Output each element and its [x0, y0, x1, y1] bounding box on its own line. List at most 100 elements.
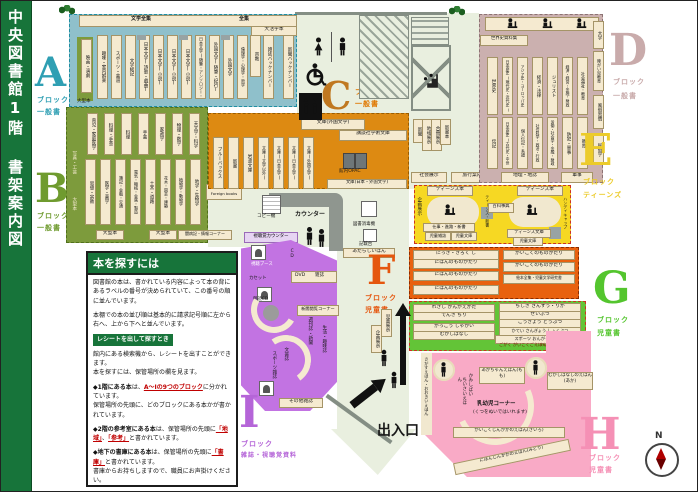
shelf-label: その他雑誌: [279, 398, 323, 408]
shelf-label: 電気・機械・金属・製造: [130, 159, 141, 225]
shelf-label: 大活字本: [251, 26, 297, 36]
shelf-label: 趣味・室内娯楽: [97, 35, 108, 99]
block-a-letter: A: [35, 49, 67, 96]
shelf-label: あかちゃんえほん(もも): [479, 367, 525, 384]
shelf-label: 日本文学(小説): [153, 35, 164, 99]
panel-bullet-3: ◆地下の書庫にある本は、保管場所の先頭に「書庫」と書かれています。書庫からお持ち…: [93, 449, 231, 485]
av-booth-icon: [257, 287, 272, 302]
shelf-label: 料理・手芸: [104, 113, 115, 155]
wheelchair-icon: [306, 63, 327, 86]
shelf-label: がいこくのものがたり: [503, 262, 575, 272]
shelf-label: ジュリスト: [547, 57, 558, 115]
block-e-label: ブロック: [583, 178, 615, 186]
shelf-label: 簿記・金融・交通: [115, 159, 126, 225]
shelf-label: 週刊誌・新聞: [307, 317, 313, 345]
shelf-label: 講談社学術文庫: [339, 130, 407, 141]
corner-note: (くつをぬいではいれます): [473, 410, 527, 415]
entrance-arrow-up: [395, 303, 411, 316]
shelf-label: 写真・工芸: [71, 151, 77, 174]
shelf-label: 民俗学: [593, 135, 604, 165]
block-e-category: ティーンズ: [583, 191, 623, 199]
shelf-label: 仕事・進路・新書: [423, 223, 475, 232]
block-h-letter: H: [579, 409, 621, 460]
shelf-label: 新書本: [440, 119, 451, 145]
reading-seat-icon: [576, 18, 587, 29]
visitor-icon: [318, 228, 325, 247]
wall-top: [295, 12, 447, 15]
plant-icon: [59, 5, 75, 15]
stairs-icon: [359, 15, 409, 99]
shelf-label: にほんのものがたり: [413, 259, 499, 269]
shelf-label: さがすえほん・おおきいえほん: [424, 357, 430, 416]
shelf-label: 料理: [121, 113, 132, 155]
shelf-label: 絵本全集・児童文学研究書: [503, 274, 575, 284]
shelf-strip: [421, 353, 432, 435]
shelf-label: 軍事: [561, 172, 593, 183]
av-counter-label: 視聴覚カウンター: [244, 232, 298, 243]
block-d-letter: D: [609, 25, 648, 76]
shelf-label: 植物学・動物学: [175, 159, 186, 225]
entrance-label: 出入口: [377, 423, 419, 439]
reading-seat-icon: [507, 18, 518, 29]
shelf-label: 文庫(日本文学): [288, 137, 299, 189]
opac-terminal-icon: [355, 153, 367, 169]
title-sidebar: 中央図書館1階 書架案内図: [1, 1, 32, 491]
men-toilet-icon: [339, 37, 346, 56]
writing-desk-icon: [363, 229, 377, 242]
panel-title: 本を探すには: [88, 253, 236, 275]
block-g-letter: G: [593, 263, 631, 314]
shelf-label: 育児・家庭医学: [87, 113, 98, 155]
reading-seat-icon: [542, 18, 553, 29]
shelf-label: 日本文学(詩歌・戯曲): [139, 35, 150, 99]
plant-icon: [449, 6, 465, 16]
shelf-label: 朗読CD: [253, 297, 269, 302]
shelf-label: 風俗習慣: [593, 95, 604, 129]
shelf-label: 大型本: [77, 99, 91, 104]
shelf-label: 児童文庫: [513, 237, 543, 246]
shelf-label: 土木・道路: [145, 159, 156, 225]
pillar: [137, 35, 146, 40]
child-icon: [533, 360, 538, 375]
shelf-label: ハンディキャップ: [563, 197, 569, 229]
panel-subheader: レシートを出して探すとき: [93, 334, 173, 346]
shelf-label: 雑誌バックナンバー: [263, 35, 274, 99]
shelf-label: 文学全集: [131, 16, 152, 22]
shelf-label: 物理・数学: [172, 113, 183, 155]
compass-needle-north: [656, 448, 666, 459]
panel-paragraph: 本棚での本の並び順は基本的に請求記号順に左から右へ、上から下へと並んでいます。: [93, 311, 232, 329]
shelf-label: がいこくじんがかのえほん(きいろ): [453, 427, 565, 438]
shelf-label: スポーツ雑誌: [271, 351, 277, 379]
panel-paragraph: 図書館の本は、書かれている内容によって本の背にあるラベルの番号が決められていて、…: [93, 279, 231, 305]
shelf-label: あたらしいほん: [343, 248, 395, 258]
shelf-label: 障がい児教育: [593, 51, 604, 91]
shelf-label: 伝記: [487, 117, 498, 169]
copier-icon: [262, 195, 281, 214]
shelf-label: 日本歴史(古代史・中世史): [502, 117, 513, 169]
shelf-label: 宗教: [250, 35, 261, 77]
panel-paragraph: 館内にある検索機から、レシートを出すことができます。本を探すには、保管場所の欄を…: [93, 350, 232, 377]
shelf-label: 文庫(外国文学): [301, 119, 365, 130]
shelf-label: 新聞閲覧コーナー: [297, 305, 339, 316]
reading-seat-icon: [444, 204, 456, 215]
block-c-letter: C: [321, 73, 352, 118]
shelf-label: 児童文庫: [451, 232, 477, 241]
block-d-label: ブロック: [613, 78, 645, 86]
block-i-category: 雑誌・視聴覚資料: [241, 452, 298, 459]
shelf-label: 文庫(文学以外): [258, 137, 269, 189]
shelf-label: 日本文学(小説): [167, 35, 178, 99]
counter-label: カウンター: [295, 211, 326, 218]
how-to-find-panel: 本を探すには 図書館の本は、書かれている内容によって本の背にあるラベルの番号が決…: [86, 251, 238, 487]
block-g-label: ブロック: [597, 316, 629, 324]
block-a-category: 一般書: [37, 108, 61, 116]
shelf-label: 個人伝記・系譜: [517, 117, 528, 169]
shelf-label: 全集: [239, 16, 250, 22]
opac-label: 館内OPAC: [339, 169, 361, 174]
shelf-label: 大型本: [71, 197, 77, 211]
toilet-divider: [331, 32, 332, 62]
block-a-label: ブロック: [37, 96, 69, 104]
shelf-label: 外国文学: [223, 35, 234, 99]
shelf-label: 文庫(日本文学): [273, 137, 284, 189]
shelf-strip: [291, 271, 337, 283]
shelf-label: カセット: [249, 276, 267, 281]
